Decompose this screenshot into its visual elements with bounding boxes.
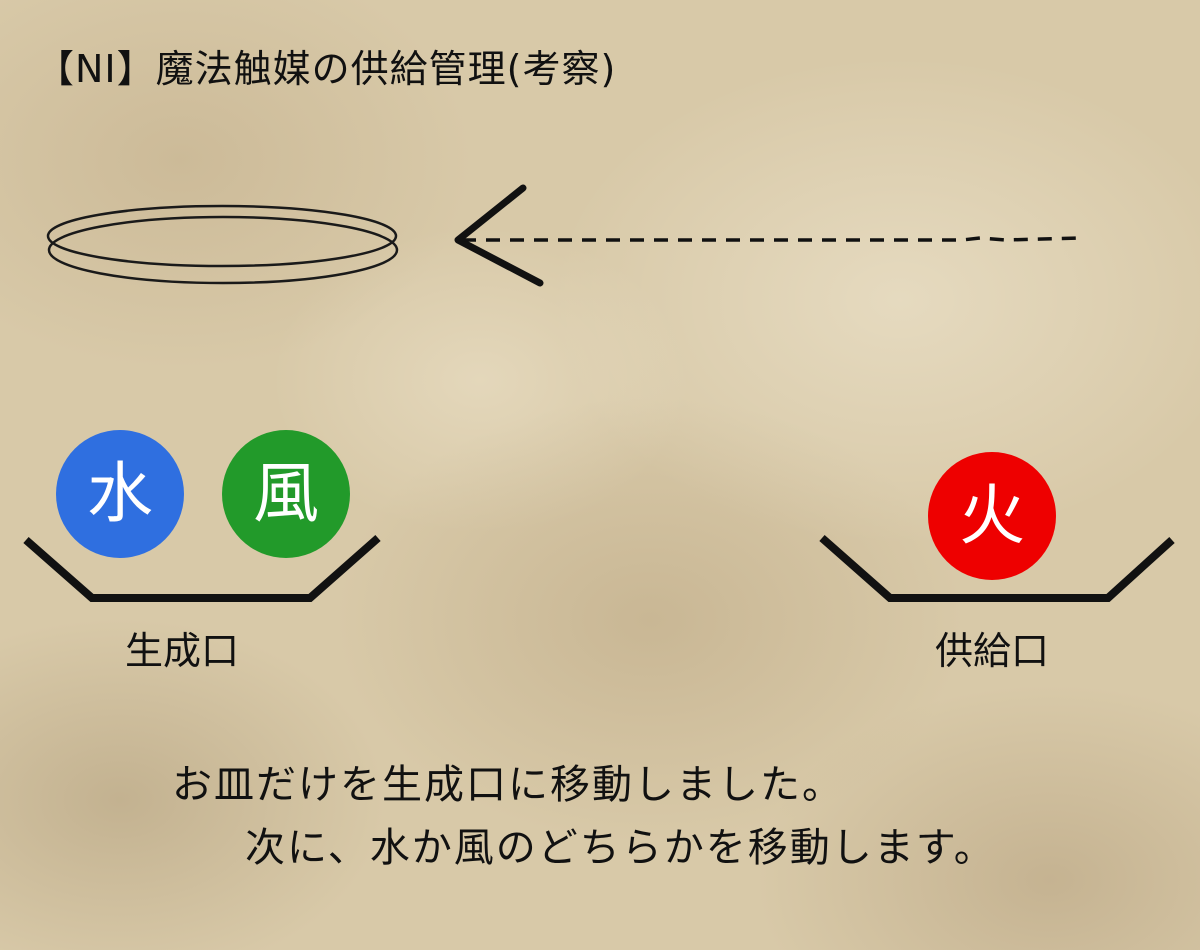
message-line-2: 次に、水か風のどちらかを移動します。: [245, 825, 996, 871]
plate-bottom-rim: [47, 215, 399, 285]
arrow-head: [454, 184, 544, 287]
fire-label: 火: [959, 477, 1025, 554]
generation-tray-label: 生成口: [125, 629, 240, 673]
supply-tray: [819, 535, 1175, 602]
generation-tray: [23, 535, 381, 602]
water-catalyst: 水: [56, 430, 184, 558]
message-line-1: お皿だけを生成口に移動しました。: [172, 762, 844, 808]
supply-tray-label: 供給口: [935, 629, 1050, 673]
plate: [46, 204, 399, 285]
wind-label: 風: [253, 455, 319, 532]
plate-top-rim: [46, 204, 398, 268]
move-arrow: [454, 184, 1081, 287]
water-label: 水: [87, 455, 153, 532]
fire-catalyst: 火: [928, 452, 1056, 580]
wind-catalyst: 風: [222, 430, 350, 558]
page-title: 【NI】魔法触媒の供給管理(考察): [36, 47, 617, 91]
arrow-dashed-line: [462, 236, 1081, 242]
